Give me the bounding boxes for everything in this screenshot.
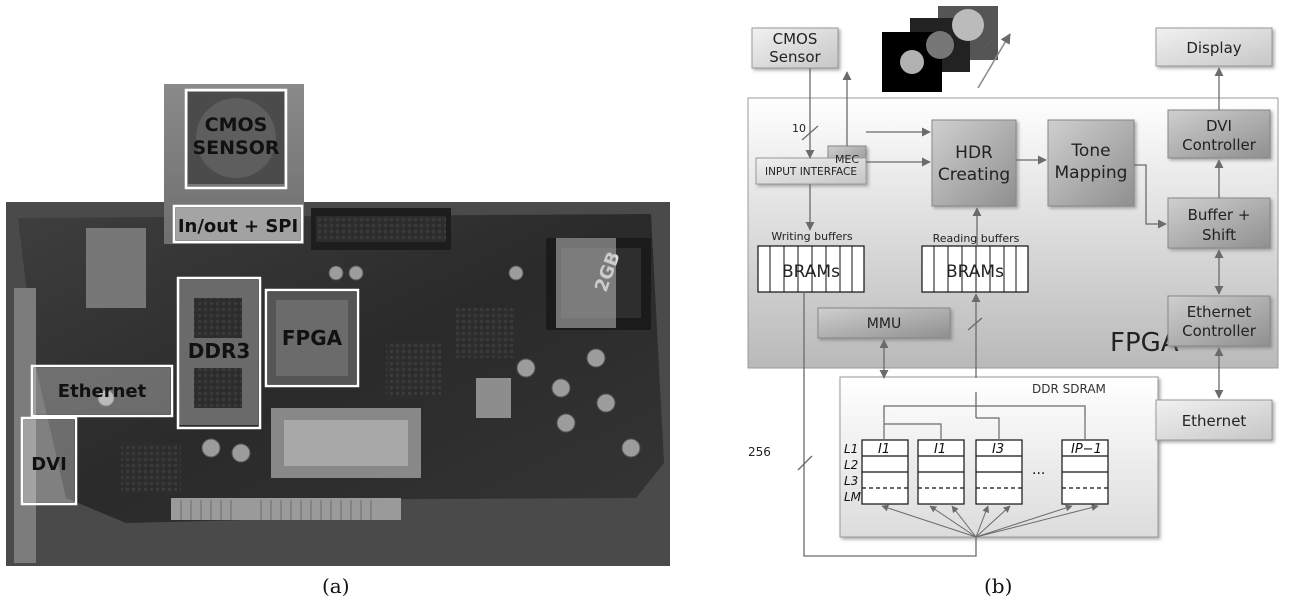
ethernet-controller-label-line1: Ethernet (1187, 303, 1252, 321)
memory-ellipsis: ... (1032, 462, 1045, 478)
inout-spi-box (172, 204, 304, 244)
display-block (1155, 27, 1273, 67)
ddr3-box (176, 276, 262, 430)
fpga-region-label: FPGA (1110, 328, 1179, 358)
memory-image-block (975, 439, 1023, 505)
cmos-sensor-block (751, 27, 839, 69)
hdr-creating-label-line1: HDR (955, 143, 993, 163)
cf-socket (556, 238, 616, 328)
dvi-controller-label-line2: Controller (1182, 136, 1257, 154)
cmos-label-line1: CMOS (205, 114, 268, 136)
writing-brams (757, 245, 865, 293)
mmu-block (817, 307, 951, 339)
lcd-screen (284, 420, 408, 466)
header-pins (316, 216, 446, 242)
caption-a: (a) (322, 574, 350, 598)
mmu-label: MMU (867, 316, 901, 332)
chip (121, 443, 181, 493)
block-diagram: FPGA DDR SDRAM ⋰ CMOS Sensor Display Eth… (747, 6, 1279, 557)
block-diagram-panel: FPGA DDR SDRAM ⋰ CMOS Sensor Display Eth… (720, 0, 1290, 572)
ddr3-label: DDR3 (188, 339, 251, 363)
buffer-shift-block (1167, 197, 1271, 249)
pcie-fingers (180, 500, 372, 520)
image-label: I3 (992, 442, 1004, 457)
input-bus-width-label: 10 (792, 122, 806, 135)
dvi-overlay (24, 420, 74, 502)
tone-mapping-block (1047, 119, 1135, 207)
image-label: I1 (878, 442, 890, 457)
ethernet-block (1155, 399, 1273, 441)
fpga-heatsink (276, 300, 348, 376)
fpga-label: FPGA (282, 326, 343, 350)
ethernet-block-label: Ethernet (1182, 412, 1247, 430)
hdr-creating-block (931, 119, 1017, 207)
cmos-lens (196, 98, 276, 178)
svg-text:⋰: ⋰ (986, 36, 996, 47)
cmos-sensor-label-line2: Sensor (769, 48, 821, 66)
ddr3-chip (194, 368, 242, 408)
memory-tree-lines (883, 417, 1086, 440)
row-label: LM (844, 490, 862, 504)
row-label: L3 (844, 474, 858, 488)
reading-brams-label: BRAMs (946, 262, 1004, 282)
dvi-box (20, 416, 78, 506)
ethernet-box (30, 364, 174, 418)
chip (456, 308, 516, 358)
chip (386, 343, 441, 398)
ddr-sdram-label: DDR SDRAM (1032, 382, 1106, 396)
inout-overlay (176, 208, 300, 240)
ddr3-chip (194, 298, 242, 338)
writing-buffers-label: Writing buffers (771, 230, 853, 243)
writing-brams-label: BRAMs (782, 262, 840, 282)
tone-mapping-label-line2: Mapping (1055, 163, 1128, 183)
memory-image-block (917, 439, 965, 505)
sfp-cage (86, 228, 146, 308)
board-photo: 2GB CMOS SENSOR In/out + SPI DDR3 (6, 84, 670, 566)
image-label: IP−1 (1071, 442, 1102, 457)
image-stack-icon: ⋰ (882, 6, 1011, 92)
ethernet-label: Ethernet (58, 381, 147, 402)
reading-brams (921, 245, 1029, 293)
cmos-sensor-box (184, 88, 288, 190)
memory-image-block (1061, 439, 1109, 505)
memory-image-block (861, 439, 909, 505)
memory-image-blocks (861, 439, 1109, 505)
ethernet-controller-block (1167, 295, 1271, 347)
image-label: I1 (934, 442, 946, 457)
reading-buffers-label: Reading buffers (933, 232, 1020, 245)
connector (476, 378, 511, 418)
hdr-creating-label-line2: Creating (938, 165, 1010, 185)
ethernet-overlay (34, 368, 170, 414)
row-label: L1 (844, 442, 858, 456)
dvi-controller-label-line1: DVI (1206, 117, 1232, 135)
metal-bracket (14, 288, 36, 563)
memory-converge-arrows (881, 504, 1099, 538)
buffer-shift-label-line1: Buffer + (1188, 206, 1251, 224)
cmos-label-line2: SENSOR (192, 137, 279, 159)
board-photo-panel: 2GB CMOS SENSOR In/out + SPI DDR3 (6, 68, 670, 566)
tone-mapping-label-line1: Tone (1070, 141, 1110, 161)
connection-lines (797, 67, 1224, 557)
mec-label: MEC (835, 153, 859, 166)
memory-bus-width-label: 256 (748, 445, 771, 459)
pcie-connector (171, 498, 401, 520)
row-label: L2 (844, 458, 858, 472)
fpga-box (264, 288, 360, 388)
capacitors (97, 265, 641, 463)
buffer-shift-label-line2: Shift (1202, 226, 1236, 244)
dvi-label: DVI (31, 454, 67, 475)
cmos-sensor-label-line1: CMOS (773, 30, 818, 48)
input-interface-label: INPUT INTERFACE (765, 166, 857, 178)
display-label: Display (1186, 39, 1241, 57)
caption-b: (b) (984, 574, 1013, 598)
ethernet-controller-label-line2: Controller (1182, 322, 1257, 340)
input-interface-block (755, 157, 867, 185)
dvi-controller-block (1167, 109, 1271, 159)
inout-spi-label: In/out + SPI (178, 216, 298, 237)
highlight-boxes (20, 88, 360, 506)
